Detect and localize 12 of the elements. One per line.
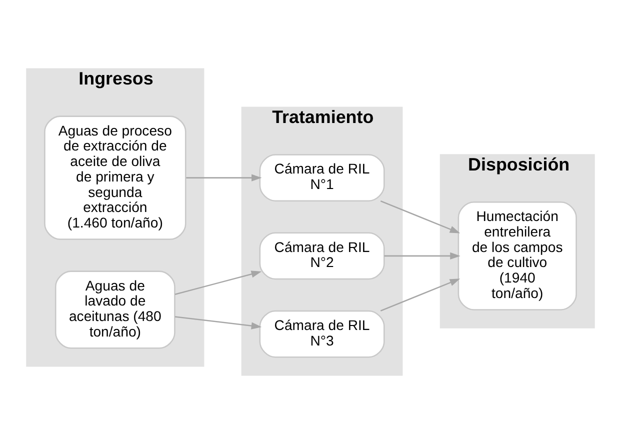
node-box: Cámara de RIL N°1 xyxy=(259,154,385,201)
node-box: Aguas de proceso de extracción de aceite de oliva de primera y segunda extracción (1.460 ton/año) xyxy=(44,115,186,240)
arrow xyxy=(174,270,262,294)
arrow xyxy=(384,252,460,260)
node-box: Cámara de RIL N°2 xyxy=(259,232,385,280)
arrow xyxy=(380,278,460,311)
node-box: Cámara de RIL N°3 xyxy=(259,310,385,358)
node-box: Aguas de lavado de aceitunas (480 ton/año) xyxy=(54,270,176,348)
arrow xyxy=(174,316,262,329)
arrow xyxy=(186,174,262,181)
arrow xyxy=(380,200,460,233)
node-box: Humectación entrehilera de los campos de cultivo (1940 ton/año) xyxy=(458,201,577,310)
